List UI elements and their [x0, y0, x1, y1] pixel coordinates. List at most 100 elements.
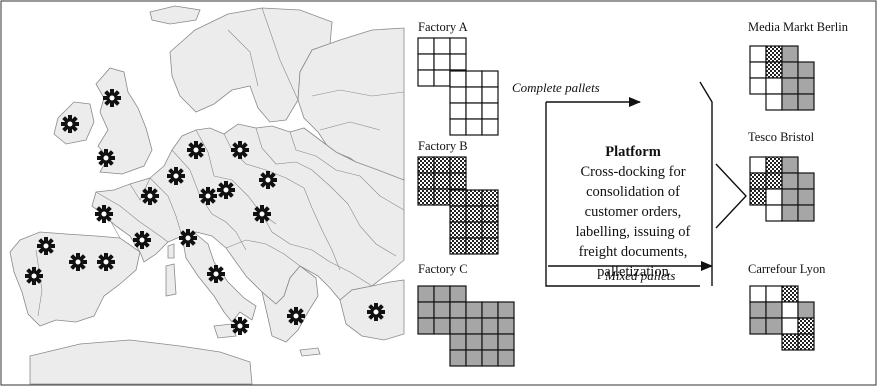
- factory-gear-icon: [253, 205, 271, 223]
- factory-gear-icon: [37, 237, 55, 255]
- factory-gear-icon: [187, 141, 205, 159]
- pallet-cell: [433, 285, 451, 303]
- pallet-cell: [433, 317, 451, 335]
- pallet-cell: [465, 349, 483, 367]
- pallet-cell: [481, 70, 499, 88]
- customer-media-markt-label: Media Markt Berlin: [748, 20, 848, 34]
- pallet-cell: [797, 317, 815, 335]
- pallet-cell: [781, 301, 799, 319]
- pallet-cell: [481, 333, 499, 351]
- pallet-cell: [481, 118, 499, 136]
- tesco-pallet: [749, 156, 815, 222]
- platform-line-1: Cross-docking for: [580, 164, 686, 180]
- factory-b-label: Factory B: [418, 139, 468, 153]
- pallet-cell: [465, 102, 483, 120]
- pallet-cell: [433, 172, 451, 190]
- pallet-cell: [749, 317, 767, 335]
- pallet-cell: [465, 317, 483, 335]
- pallet-cell: [449, 172, 467, 190]
- pallet-cell: [797, 333, 815, 351]
- factory-gear-icon: [367, 303, 385, 321]
- pallet-cell: [481, 237, 499, 255]
- pallet-cell: [781, 172, 799, 190]
- factory-gear-icon: [287, 307, 305, 325]
- pallet-cell: [417, 317, 435, 335]
- pallet-cell: [449, 156, 467, 174]
- pallet-cell: [417, 37, 435, 55]
- pallet-cell: [765, 156, 783, 174]
- platform-box: Platform Cross-docking for consolidation…: [558, 142, 708, 282]
- pallet-cell: [749, 77, 767, 95]
- mixed-pallets-label: Mixed pallets: [605, 268, 676, 283]
- factory-gear-icon: [259, 171, 277, 189]
- platform-line-3: customer orders,: [584, 204, 682, 220]
- platform-right-edge: [699, 81, 713, 286]
- factory-a-pallets-front: [449, 70, 499, 136]
- pallet-cell: [449, 189, 467, 207]
- pallet-cell: [481, 301, 499, 319]
- pallet-cell: [749, 285, 767, 303]
- pallet-cell: [433, 301, 451, 319]
- pallet-cell: [797, 93, 815, 111]
- factory-pallets: [417, 37, 515, 367]
- pallet-cell: [449, 205, 467, 223]
- factory-gear-icon: [61, 115, 79, 133]
- pallet-cell: [781, 204, 799, 222]
- pallet-cell: [765, 188, 783, 206]
- media-markt-pallet: [749, 45, 815, 111]
- pallet-cell: [465, 333, 483, 351]
- factory-gear-icon: [231, 317, 249, 335]
- pallet-cell: [765, 301, 783, 319]
- pallet-cell: [781, 317, 799, 335]
- pallet-cell: [433, 156, 451, 174]
- pallet-cell: [417, 285, 435, 303]
- factory-c-label: Factory C: [418, 262, 468, 276]
- pallet-cell: [497, 317, 515, 335]
- pallet-cell: [449, 102, 467, 120]
- pallet-cell: [449, 301, 467, 319]
- pallet-cell: [749, 61, 767, 79]
- pallet-cell: [417, 156, 435, 174]
- pallet-cell: [417, 53, 435, 71]
- pallet-cell: [481, 221, 499, 239]
- factory-gear-icon: [133, 231, 151, 249]
- factory-gear-icon: [231, 141, 249, 159]
- pallet-cell: [481, 205, 499, 223]
- pallet-cell: [749, 45, 767, 63]
- pallet-cell: [449, 37, 467, 55]
- pallet-cell: [797, 77, 815, 95]
- pallet-cell: [465, 221, 483, 239]
- pallet-cell: [433, 37, 451, 55]
- pallet-cell: [765, 172, 783, 190]
- factory-gear-icon: [25, 267, 43, 285]
- pallet-cell: [765, 204, 783, 222]
- pallet-cell: [749, 188, 767, 206]
- pallet-cell: [465, 118, 483, 136]
- pallet-cell: [481, 349, 499, 367]
- factory-gear-icon: [141, 187, 159, 205]
- factory-gear-icon: [217, 181, 235, 199]
- factory-gear-icon: [97, 253, 115, 271]
- pallet-cell: [417, 188, 435, 206]
- pallet-cell: [749, 172, 767, 190]
- customer-tesco-label: Tesco Bristol: [748, 130, 815, 144]
- pallet-cell: [481, 86, 499, 104]
- complete-pallets-label: Complete pallets: [512, 80, 600, 95]
- pallet-cell: [465, 70, 483, 88]
- platform-line-6: palletization: [597, 264, 669, 280]
- customer-carrefour-label: Carrefour Lyon: [748, 262, 826, 276]
- pallet-cell: [449, 237, 467, 255]
- carrefour-pallet: [749, 285, 815, 351]
- pallet-cell: [765, 93, 783, 111]
- pallet-cell: [465, 301, 483, 319]
- pallet-cell: [449, 221, 467, 239]
- pallet-cell: [781, 333, 799, 351]
- pallet-cell: [781, 285, 799, 303]
- factory-gear-icon: [97, 149, 115, 167]
- pallet-cell: [749, 301, 767, 319]
- pallet-cell: [449, 333, 467, 351]
- pallet-cell: [797, 172, 815, 190]
- pallet-cell: [449, 285, 467, 303]
